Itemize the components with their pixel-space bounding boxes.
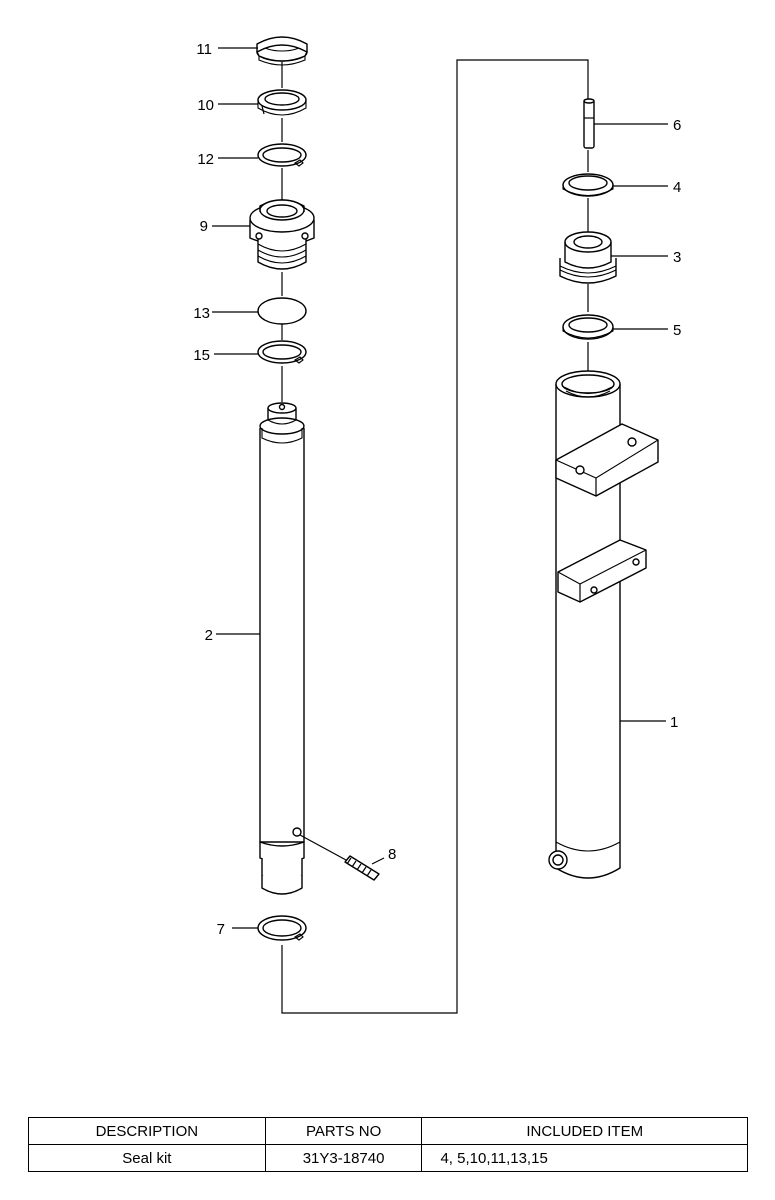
part-9-rod-cover [249,199,315,270]
cell-description: Seal kit [28,1144,266,1172]
part-7-retaining-ring [257,915,307,941]
part-3-piston [559,231,617,284]
callout-7: 7 [217,921,225,938]
part-5-seal-ring [562,314,614,340]
callout-5: 5 [673,322,681,339]
cell-included-item: 4, 5,10,11,13,15 [421,1144,748,1172]
cell-parts-no: 31Y3-18740 [264,1144,423,1172]
header-description: DESCRIPTION [28,1117,266,1145]
table-row: Seal kit 31Y3-18740 4, 5,10,11,13,15 [28,1144,748,1172]
callout-4: 4 [673,179,681,196]
callout-12: 12 [197,151,214,168]
part-8-set-screw [299,834,380,881]
header-included-item: INCLUDED ITEM [421,1117,748,1145]
part-15-retaining-ring [257,340,307,364]
part-13-o-ring [257,297,307,325]
callout-1: 1 [670,714,678,731]
callout-3: 3 [673,249,681,266]
part-2-piston-rod [259,402,305,895]
leader-lines [212,47,668,929]
callout-8: 8 [388,846,396,863]
table-header-row: DESCRIPTION PARTS NO INCLUDED ITEM [28,1117,748,1145]
part-11-wiper-ring [256,36,308,66]
header-parts-no: PARTS NO [264,1117,423,1145]
assembly-connector-line [281,59,589,1014]
exploded-parts-diagram: 11 10 12 9 13 15 2 7 8 6 4 3 5 1 [193,36,681,1014]
seal-kit-table: DESCRIPTION PARTS NO INCLUDED ITEM Seal … [28,1117,748,1172]
part-1-cylinder-tube [548,370,659,879]
callout-13: 13 [193,305,210,322]
callout-15: 15 [193,347,210,364]
part-4-seal-ring [562,173,614,197]
callout-2: 2 [205,627,213,644]
callout-10: 10 [197,97,214,114]
callout-11: 11 [196,41,212,58]
callout-6: 6 [673,117,681,134]
part-6-pin [583,98,595,149]
part-10-backup-ring [257,89,307,116]
callout-9: 9 [200,218,208,235]
part-12-retaining-ring [257,143,307,167]
